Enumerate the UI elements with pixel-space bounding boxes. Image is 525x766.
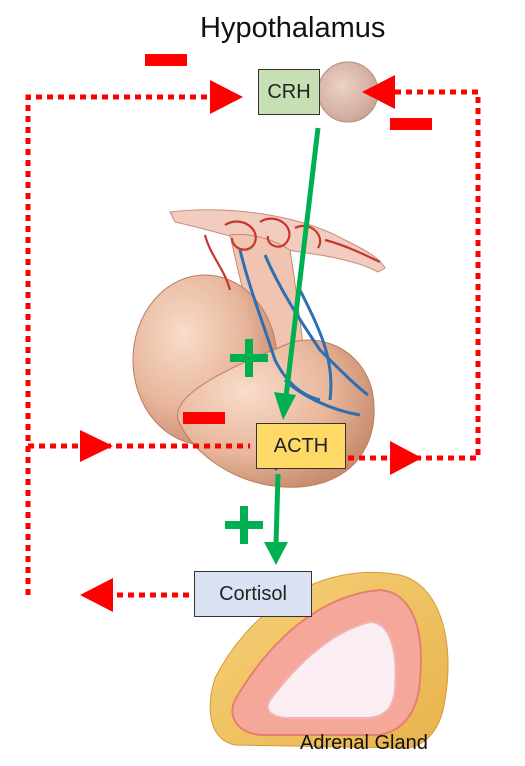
arrowhead-acth-feedback [390,441,422,475]
feedback-line-left [25,94,230,595]
feedback-line-right [395,89,481,461]
plus-sign-adrenal [225,506,263,544]
arrowhead-to-hypothalamus-right [362,75,395,109]
arrowhead-to-crh-left [210,80,243,114]
cortisol-label: Cortisol [219,582,287,605]
crh-to-acth-arrow-line [283,127,321,398]
cortisol-box: Cortisol [194,571,312,617]
adrenal-gland-label: Adrenal Gland [300,732,428,754]
acth-label: ACTH [273,434,329,457]
acth-to-cortisol-arrowhead [264,542,288,565]
crh-label: CRH [267,80,311,103]
acth-to-cortisol-arrow-line [273,473,281,546]
acth-box: ACTH [256,423,346,469]
plus-sign-pituitary [230,339,268,377]
arrowhead-cortisol-feedback [80,578,113,612]
minus-sign-left-top [145,54,187,66]
minus-sign-pituitary [183,412,225,424]
minus-sign-right-top [390,118,432,130]
arrowhead-to-pituitary [80,430,113,462]
crh-to-acth-arrowhead [274,392,296,420]
hypothalamus-title: Hypothalamus [200,12,386,44]
crh-box: CRH [258,69,320,115]
